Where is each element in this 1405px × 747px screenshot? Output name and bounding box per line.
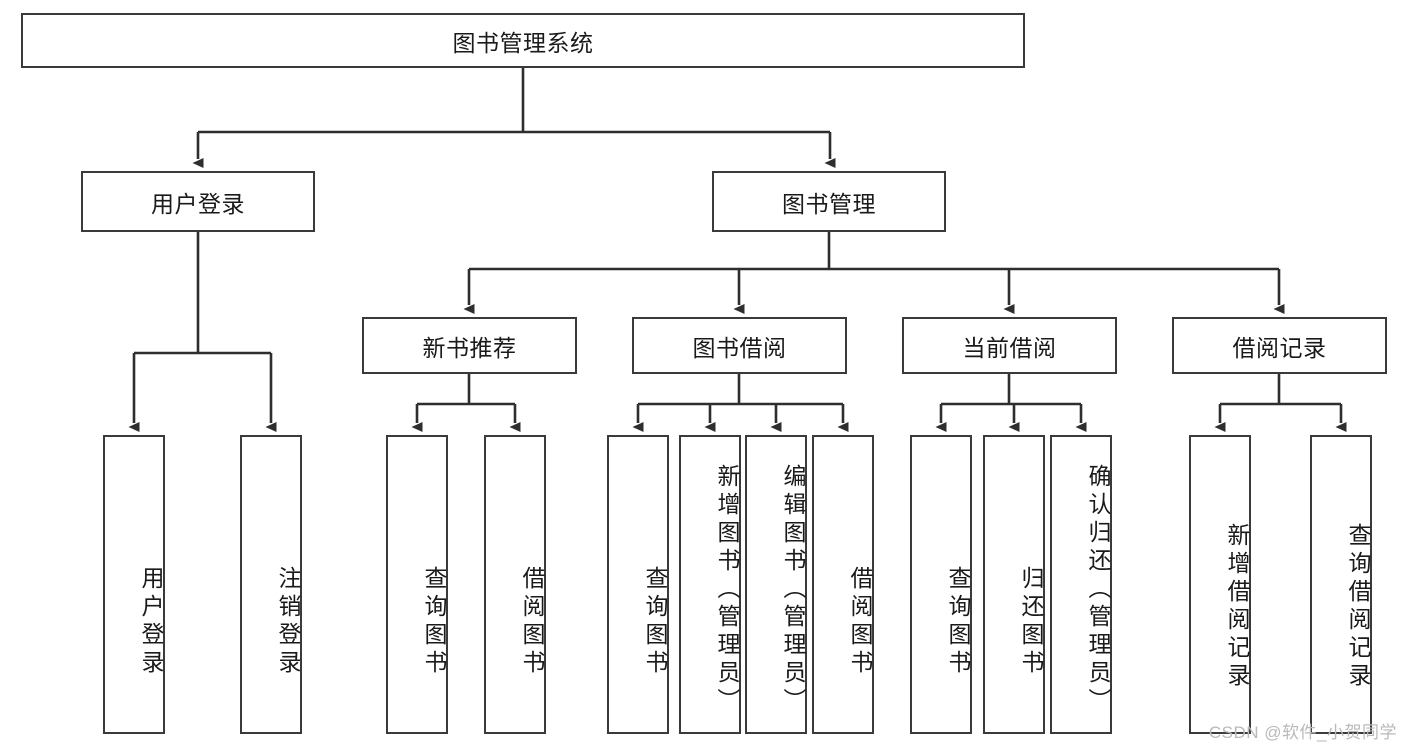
leaf-borrow-book-recommend-label: 借阅图书 [519,566,545,678]
leaf-add-borrow-record[interactable]: 新增借阅记录 [1189,435,1251,734]
leaf-return-book-label: 归还图书 [1018,566,1044,678]
leaf-add-book-admin[interactable]: 新增图书（管理员） [679,435,741,734]
node-user-login[interactable]: 用户登录 [81,171,315,232]
leaf-add-book-admin-label: 新增图书（管理员） [714,463,740,716]
leaf-query-borrow-record[interactable]: 查询借阅记录 [1310,435,1372,734]
leaf-logout[interactable]: 注销登录 [240,435,302,734]
leaf-lend-book-label: 借阅图书 [847,566,873,678]
leaf-user-login-label: 用户登录 [138,566,164,678]
node-book-management[interactable]: 图书管理 [712,171,946,232]
node-book-management-label: 图书管理 [782,190,876,217]
leaf-lend-book[interactable]: 借阅图书 [812,435,874,734]
node-new-book-recommend-label: 新书推荐 [422,334,517,361]
node-book-borrow[interactable]: 图书借阅 [632,317,847,374]
node-root[interactable]: 图书管理系统 [21,13,1025,68]
leaf-edit-book-admin-label: 编辑图书（管理员） [780,463,806,716]
node-borrow-records-label: 借阅记录 [1232,334,1327,361]
leaf-confirm-return-admin[interactable]: 确认归还（管理员） [1050,435,1112,734]
leaf-borrow-book-recommend[interactable]: 借阅图书 [484,435,546,734]
leaf-query-book-borrow[interactable]: 查询图书 [607,435,669,734]
node-user-login-label: 用户登录 [151,190,245,217]
leaf-confirm-return-admin-label: 确认归还（管理员） [1085,463,1111,716]
leaf-query-book-current-label: 查询图书 [945,566,971,678]
watermark-text: CSDN @软件_小贺同学 [1208,723,1397,742]
leaf-add-borrow-record-label: 新增借阅记录 [1224,523,1250,691]
leaf-query-book-current[interactable]: 查询图书 [910,435,972,734]
node-current-borrow[interactable]: 当前借阅 [902,317,1117,374]
node-borrow-records[interactable]: 借阅记录 [1172,317,1387,374]
leaf-user-login[interactable]: 用户登录 [103,435,165,734]
node-current-borrow-label: 当前借阅 [962,334,1057,361]
node-book-borrow-label: 图书借阅 [692,334,787,361]
node-root-label: 图书管理系统 [452,29,594,56]
leaf-query-book-recommend[interactable]: 查询图书 [386,435,448,734]
leaf-query-book-borrow-label: 查询图书 [642,566,668,678]
node-new-book-recommend[interactable]: 新书推荐 [362,317,577,374]
leaf-return-book[interactable]: 归还图书 [983,435,1045,734]
leaf-logout-label: 注销登录 [275,566,301,678]
leaf-query-borrow-record-label: 查询借阅记录 [1345,523,1371,691]
leaf-query-book-recommend-label: 查询图书 [421,566,447,678]
leaf-edit-book-admin[interactable]: 编辑图书（管理员） [745,435,807,734]
